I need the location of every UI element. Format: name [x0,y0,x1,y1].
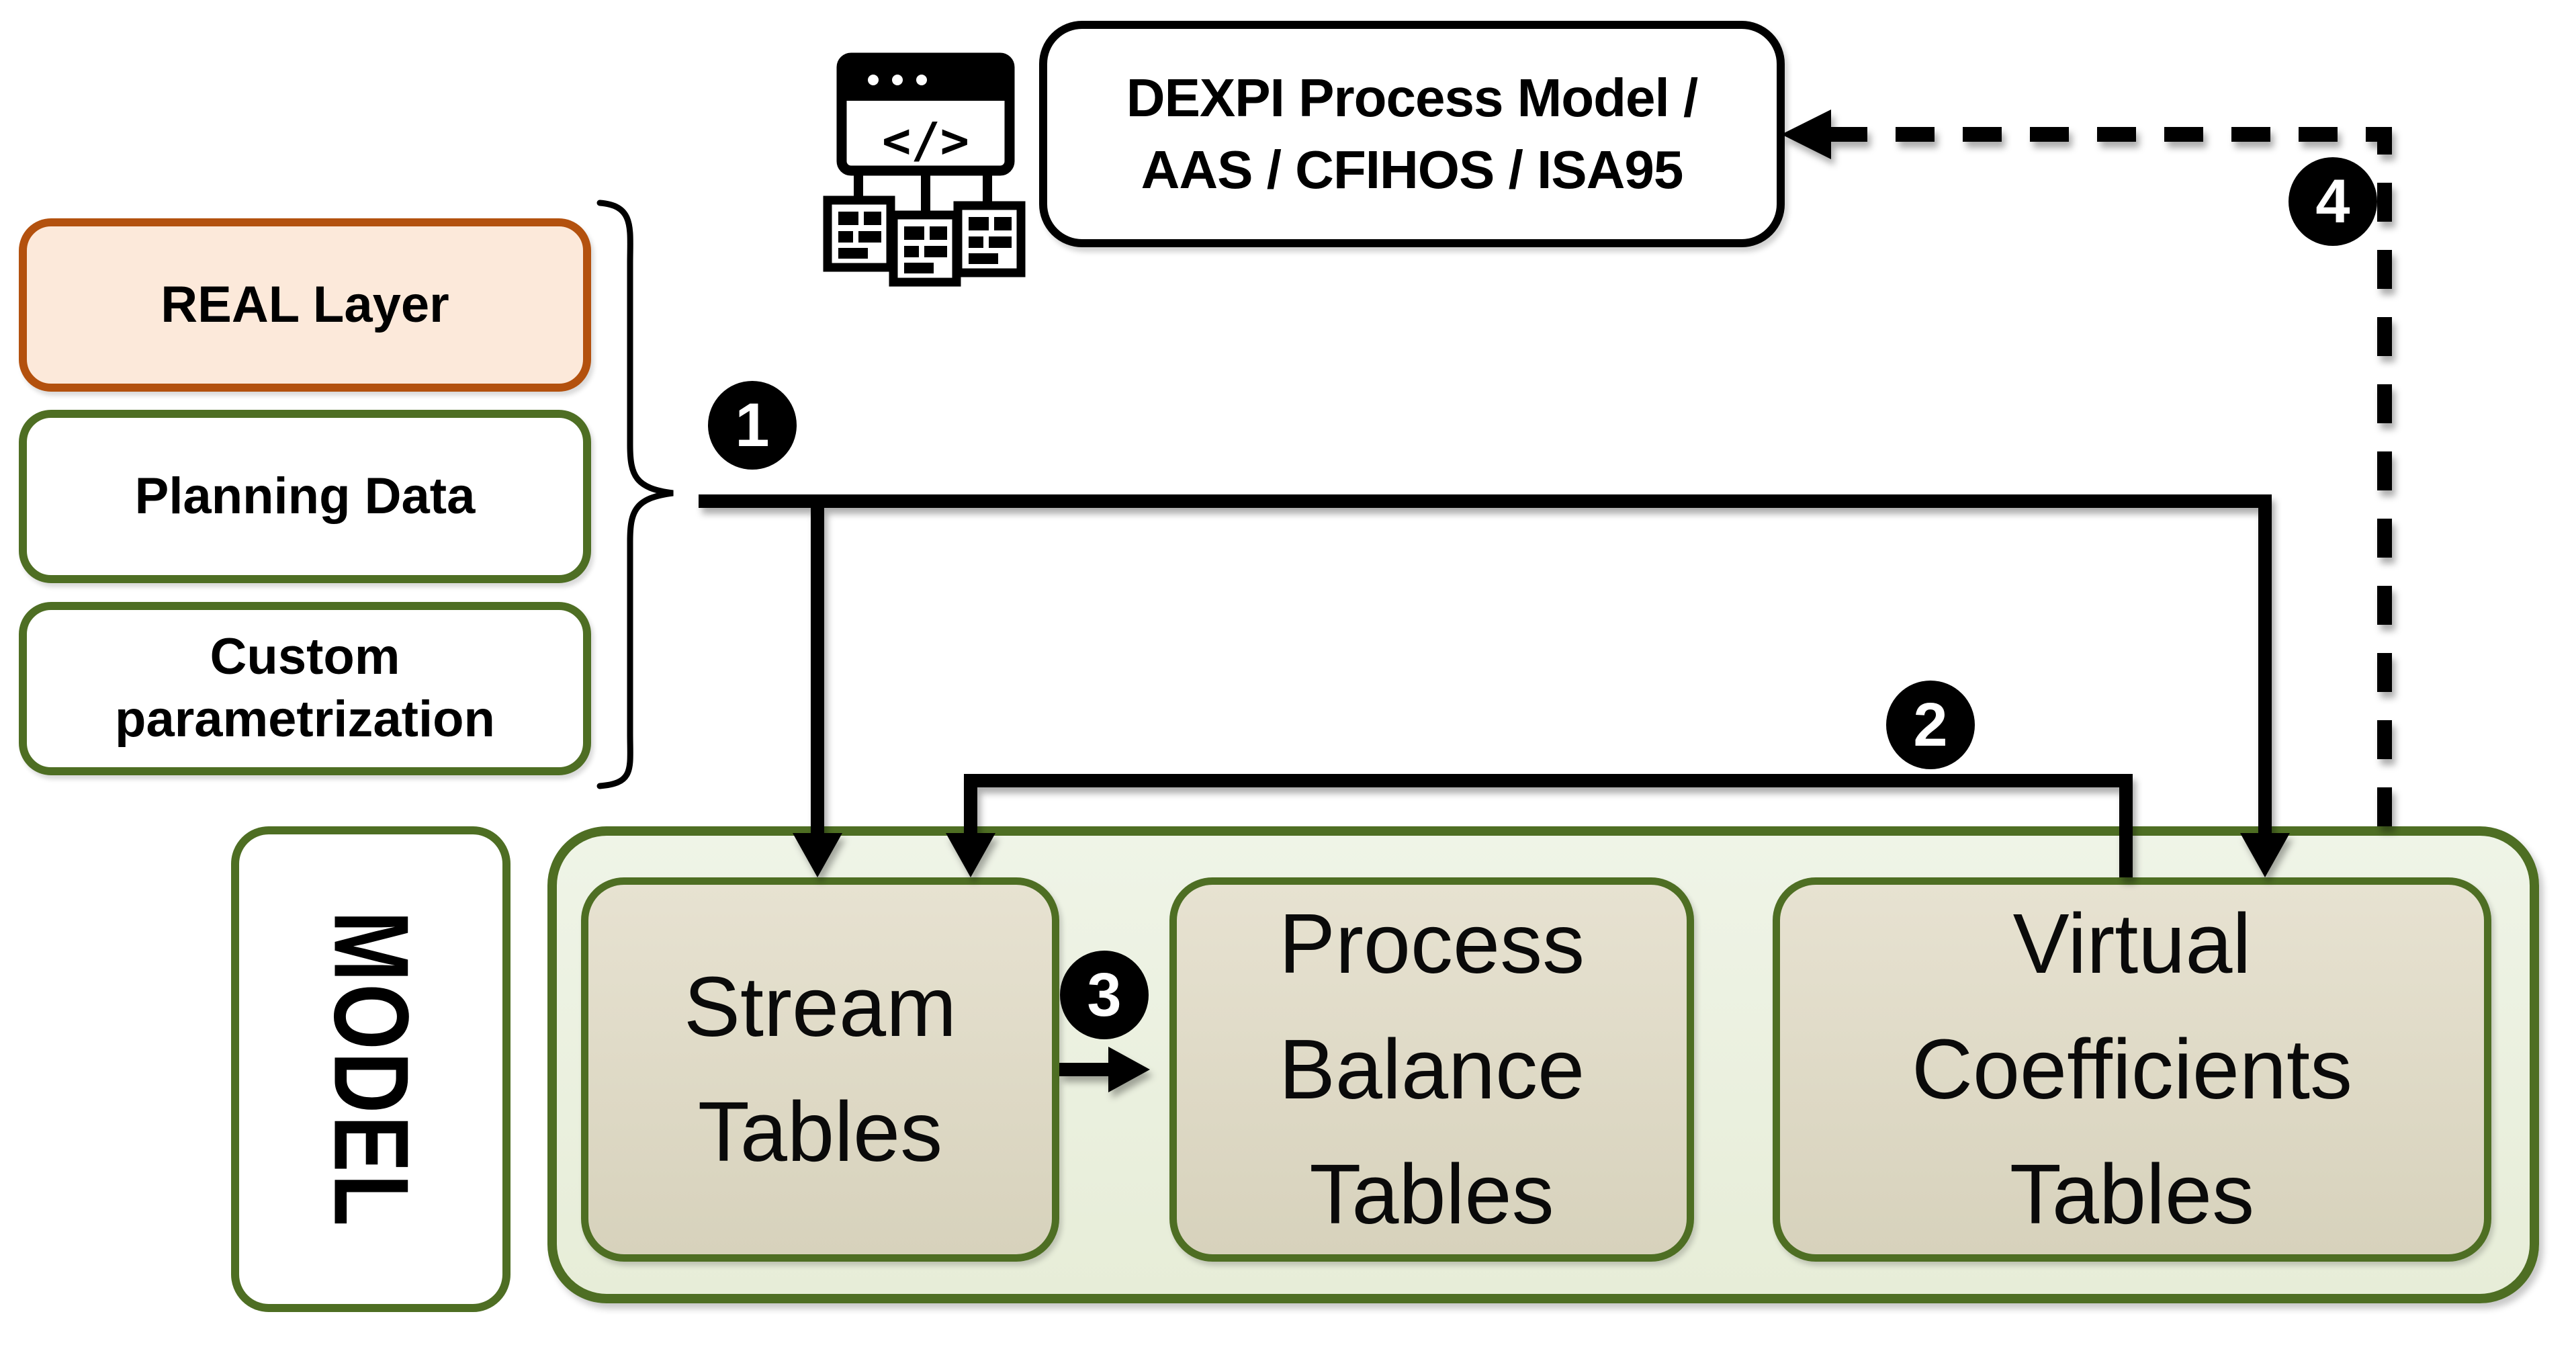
real-layer-box: REAL Layer [19,218,591,392]
arrow-1-main-path [699,494,2272,836]
step-badge-4: 4 [2289,157,2377,246]
process-balance-tables-label: Process Balance Tables [1278,896,1585,1242]
inputs-group-brace [596,200,674,789]
code-window-data-tables-icon: </> [823,52,1026,287]
code-window-header [842,58,1010,101]
standards-box: DEXPI Process Model / AAS / CFIHOS / ISA… [1039,21,1785,247]
step-badge-2: 2 [1886,681,1975,769]
code-window-frame [836,52,1015,176]
window-dots-icon [868,75,927,85]
data-table-node-icons [823,195,1026,287]
virtual-coefficients-tables-label: Virtual Coefficients Tables [1911,896,2353,1242]
standards-box-line2: AAS / CFIHOS / ISA95 [1141,139,1684,200]
stream-tables-label: Stream Tables [683,959,957,1179]
process-balance-tables-box: Process Balance Tables [1169,877,1694,1262]
model-label-box: MODEL [231,826,510,1312]
arrow-4-head [1781,110,1831,159]
planning-data-label: Planning Data [134,467,476,525]
icon-connector-lines [854,168,992,222]
stream-tables-box: Stream Tables [581,877,1059,1262]
step-badge-3: 3 [1060,951,1149,1039]
standards-box-line1: DEXPI Process Model / [1126,68,1698,128]
custom-parametrization-label: Custom parametrization [115,628,495,748]
virtual-coefficients-tables-box: Virtual Coefficients Tables [1773,877,2491,1262]
custom-parametrization-box: Custom parametrization [19,602,591,775]
step-badge-1: 1 [708,381,797,470]
model-label: MODEL [312,910,431,1228]
planning-data-box: Planning Data [19,410,591,583]
real-layer-label: REAL Layer [161,275,449,333]
code-glyph-icon: </> [882,112,969,169]
